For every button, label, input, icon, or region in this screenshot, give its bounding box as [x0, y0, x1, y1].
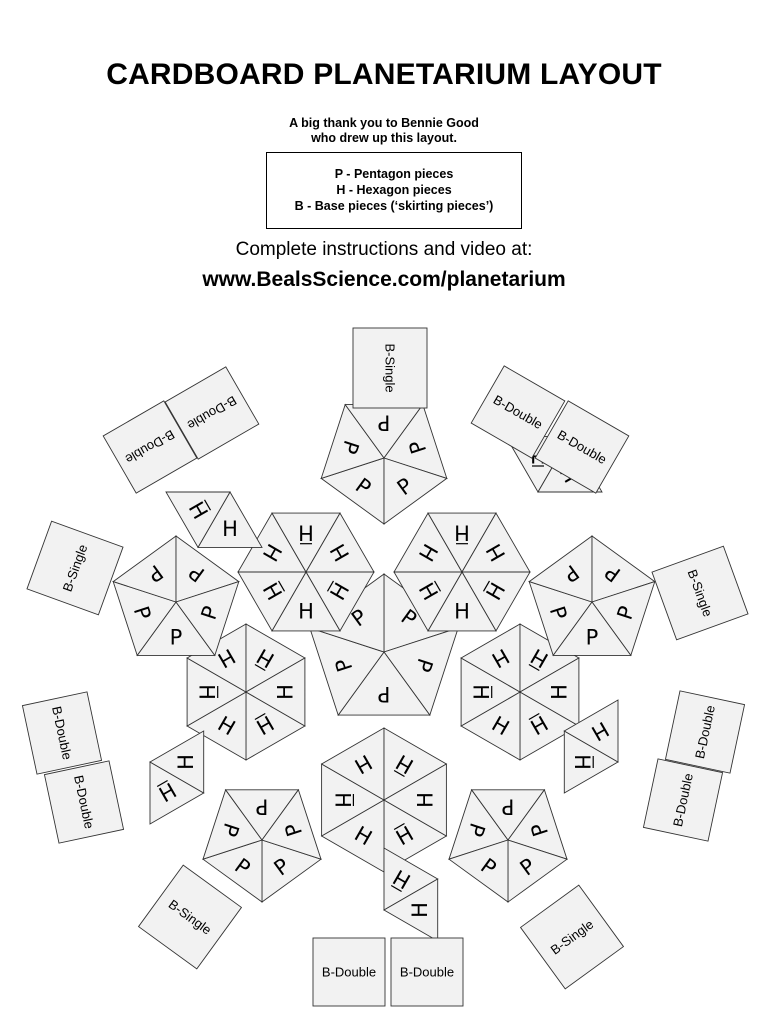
thanks-line-1: A big thank you to Bennie Good: [289, 116, 479, 130]
base-double-bottom-a: B-Double: [312, 937, 386, 1007]
base-double-top-right-b: B-Double: [534, 400, 630, 494]
base-single-bottom-right: B-Single: [519, 884, 625, 990]
hexagon-triangle: [165, 491, 231, 549]
hexagon-label: H: [298, 599, 314, 623]
pentagon-label: P: [586, 626, 599, 650]
svg-text:H: H: [298, 599, 314, 623]
hexagon-triangle: [519, 657, 580, 727]
hexagon-label: H: [298, 521, 314, 545]
hexagon-piece: HH: [149, 730, 205, 825]
hexagon-triangle: [245, 657, 306, 727]
svg-text:H: H: [469, 684, 493, 700]
hexagon-label: H: [414, 792, 438, 808]
svg-text:H: H: [414, 792, 438, 808]
hexagon-label: H: [570, 754, 594, 770]
svg-text:H: H: [330, 792, 354, 808]
hexagon-triangle: [383, 763, 447, 837]
base-double-top-right-a: B-Double: [470, 365, 566, 459]
svg-text:P: P: [586, 626, 599, 650]
pentagon-label: P: [378, 410, 391, 434]
base-double-bottom-b: B-Double: [390, 937, 464, 1007]
credits: A big thank you to Bennie Good who drew …: [0, 116, 768, 146]
svg-text:H: H: [408, 902, 432, 918]
svg-text:H: H: [547, 684, 571, 700]
legend-base: B - Base pieces (‘skirting pieces’): [294, 199, 494, 213]
hexagon-label: H: [547, 684, 571, 700]
pentagon-label: P: [256, 795, 269, 819]
hexagon-piece: HH: [165, 491, 263, 549]
pentagon-triangle: [383, 457, 448, 525]
base-single-left: B-Single: [26, 520, 124, 616]
svg-text:H: H: [195, 684, 219, 700]
instructions-url: www.BealsScience.com/planetarium: [202, 268, 566, 291]
hexagon-triangle: [383, 878, 439, 942]
base-double-left-a: B-Double: [21, 691, 103, 775]
base-double-left-b: B-Double: [43, 760, 125, 844]
base-double-top-left-b: B-Double: [164, 366, 260, 460]
base-single-bottom-left: B-Single: [137, 864, 243, 970]
hexagon-triangle: [461, 512, 531, 573]
pentagon-label: P: [502, 795, 515, 819]
base-double-top-left-a: B-Double: [102, 400, 198, 494]
hexagon-triangle: [149, 730, 205, 794]
base-double-right-b: B-Double: [642, 758, 724, 842]
pentagon-label: P: [170, 626, 183, 650]
hexagon-label: H: [222, 517, 238, 541]
svg-text:P: P: [170, 626, 183, 650]
page-title: CARDBOARD PLANETARIUM LAYOUT: [106, 58, 662, 91]
hexagon-label: H: [469, 684, 493, 700]
pentagon-triangle: [175, 580, 240, 657]
hexagon-triangle: [305, 512, 375, 573]
legend-hexagon: H - Hexagon pieces: [336, 183, 452, 197]
svg-text:P: P: [256, 795, 269, 819]
svg-text:H: H: [454, 599, 470, 623]
svg-text:P: P: [378, 682, 391, 706]
hexagon-triangle: [563, 699, 619, 763]
hexagon-label: H: [273, 684, 297, 700]
base-label: B-Double: [400, 965, 454, 980]
svg-text:H: H: [174, 754, 198, 770]
pentagon-triangle: [448, 839, 509, 903]
base-single-top: B-Single: [352, 327, 428, 409]
svg-text:H: H: [454, 521, 470, 545]
svg-text:P: P: [378, 410, 391, 434]
hexagon-label: H: [408, 902, 432, 918]
svg-text:H: H: [273, 684, 297, 700]
hexagon-piece: HH: [563, 699, 619, 794]
hexagon-label: H: [454, 599, 470, 623]
piece-legend: P - Pentagon pieces H - Hexagon pieces B…: [266, 152, 522, 229]
base-label: B-Double: [322, 965, 376, 980]
legend-pentagon: P - Pentagon pieces: [334, 167, 454, 181]
thanks-line-2: who drew up this layout.: [311, 131, 457, 145]
hexagon-label: H: [174, 754, 198, 770]
base-label: B-Single: [383, 343, 398, 392]
hexagon-label: H: [195, 684, 219, 700]
base-single-right: B-Single: [651, 545, 749, 641]
pentagon-label: P: [378, 682, 391, 706]
svg-text:H: H: [298, 521, 314, 545]
svg-text:P: P: [502, 795, 515, 819]
base-double-right-a: B-Double: [664, 690, 746, 774]
svg-text:H: H: [570, 754, 594, 770]
hexagon-piece: HH: [383, 847, 439, 942]
pentagon-triangle: [261, 788, 322, 860]
svg-text:H: H: [222, 517, 238, 541]
hexagon-label: H: [330, 792, 354, 808]
hexagon-label: H: [454, 521, 470, 545]
instructions-text: Complete instructions and video at:: [235, 239, 533, 260]
pentagon-triangle: [552, 601, 632, 656]
